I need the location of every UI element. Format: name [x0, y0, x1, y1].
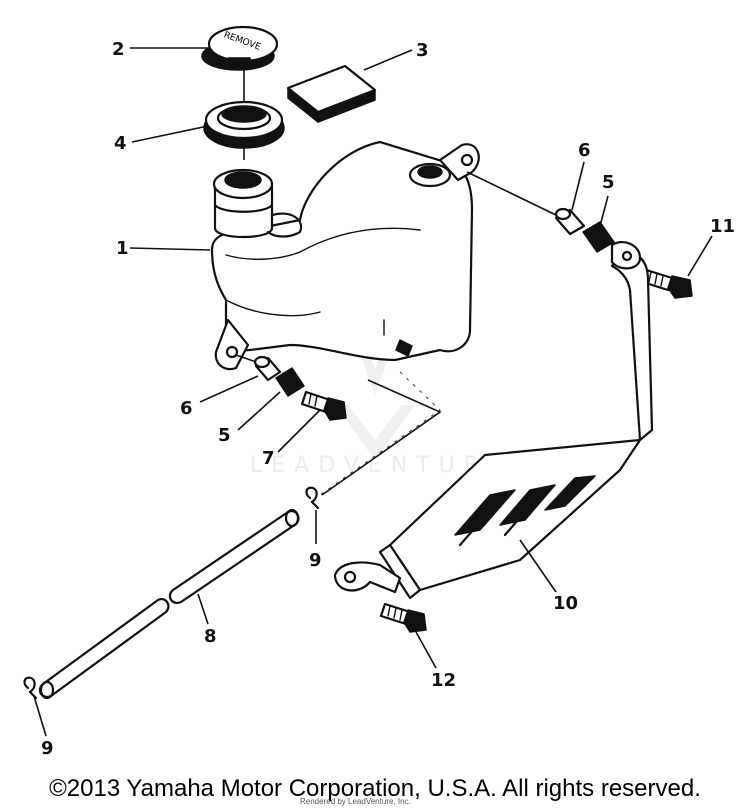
part-6-collar-lower: [253, 355, 282, 382]
hose-routing-line: [319, 371, 441, 496]
leader-lines: [33, 47, 713, 737]
callout-7: 7: [262, 448, 275, 469]
callout-6-upper: 6: [578, 140, 591, 161]
part-5-damper-lower: [275, 367, 305, 397]
part-8-hose: [38, 508, 300, 700]
callout-11: 11: [710, 216, 735, 237]
part-4-grommet: [203, 100, 285, 149]
part-12-bolt: [379, 602, 427, 633]
hose-connection-line: [321, 379, 442, 496]
callout-2: 2: [112, 39, 125, 60]
part-5-damper-upper: [582, 221, 615, 253]
callout-1: 1: [116, 238, 129, 259]
part-3-pad: [286, 64, 377, 123]
copyright-notice: ©2013 Yamaha Motor Corporation, U.S.A. A…: [49, 775, 701, 802]
callout-labels: 2 3 4 1 6 5 11 6 5 7 9 8 10 12 9: [41, 39, 735, 759]
part-10-bracket: [333, 241, 654, 600]
callout-10: 10: [553, 593, 578, 614]
callout-5-lower: 5: [218, 425, 231, 446]
part-7-bolt: [300, 390, 347, 421]
part-9-clip-upper: [305, 486, 320, 510]
part-1-oil-tank: [210, 140, 480, 371]
rendered-by-credit: Rendered by LeadVenture, Inc.: [300, 797, 411, 806]
callout-9-upper: 9: [309, 550, 322, 571]
part-9-clip-lower: [23, 676, 38, 700]
upper-mount-axis-line: [466, 171, 557, 216]
callout-5-upper: 5: [602, 172, 615, 193]
callout-8: 8: [204, 626, 217, 647]
part-6-collar-upper: [554, 207, 586, 236]
callout-9-lower: 9: [41, 738, 54, 759]
callout-6-lower: 6: [180, 398, 193, 419]
callout-4: 4: [114, 133, 127, 154]
callout-12: 12: [431, 670, 456, 691]
callout-3: 3: [416, 40, 429, 61]
part-2-cap: REMOVE: [201, 25, 279, 71]
watermark: LEADVENTURE: [250, 340, 502, 478]
